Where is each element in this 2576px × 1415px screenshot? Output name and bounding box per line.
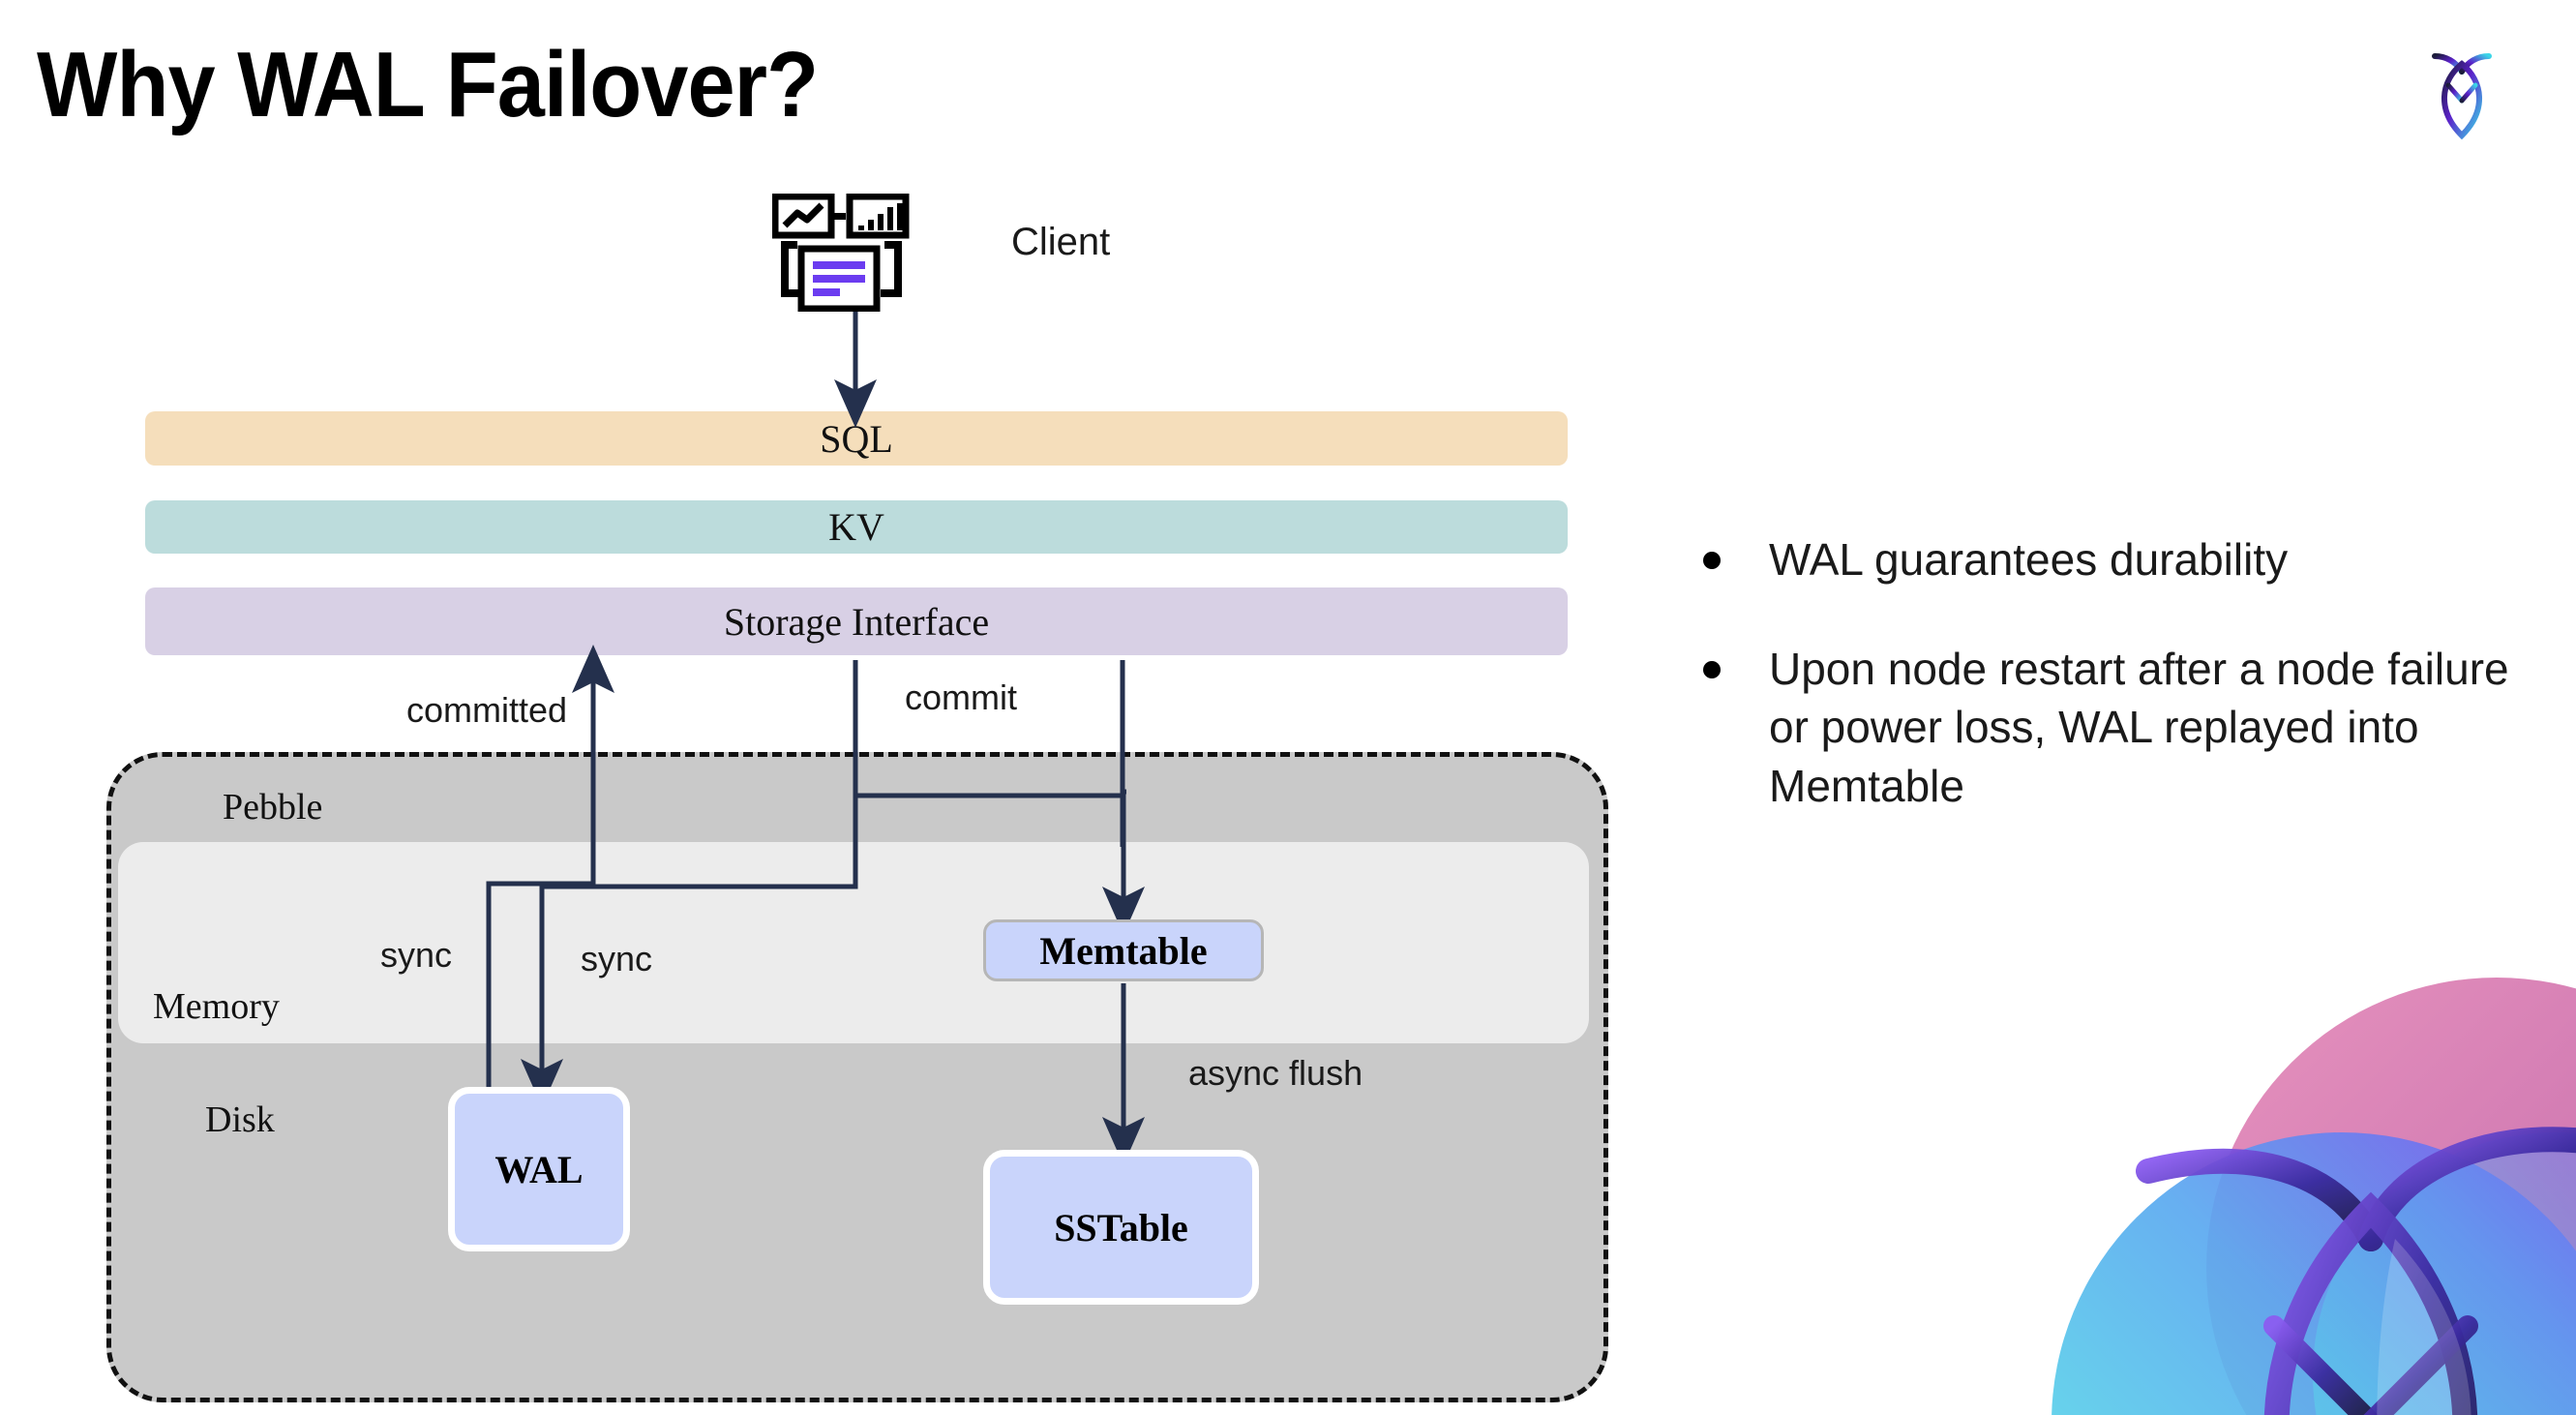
bullet-dot-icon	[1703, 552, 1721, 569]
disk-label: Disk	[205, 1099, 275, 1140]
bullet-dot-icon	[1703, 660, 1721, 678]
layer-bar-kv: KV	[145, 500, 1568, 554]
node-memtable[interactable]: Memtable	[983, 919, 1264, 981]
cockroachdb-watermark-art	[2052, 978, 2576, 1415]
edge-label-commit: commit	[905, 677, 1017, 717]
bullet-text: Upon node restart after a node failure o…	[1769, 643, 2509, 812]
bullet-list: WAL guarantees durability Upon node rest…	[1703, 530, 2516, 866]
list-item: WAL guarantees durability	[1703, 530, 2516, 589]
memory-label: Memory	[153, 986, 280, 1027]
edge-label-sync-right: sync	[581, 939, 653, 978]
edge-label-committed: committed	[406, 690, 568, 730]
node-sstable[interactable]: SSTable	[983, 1150, 1259, 1305]
list-item: Upon node restart after a node failure o…	[1703, 640, 2516, 816]
layer-bar-sql: SQL	[145, 411, 1568, 466]
edge-label-async-flush: async flush	[1188, 1053, 1363, 1093]
memory-region	[118, 842, 1589, 1043]
node-wal[interactable]: WAL	[448, 1087, 630, 1251]
edge-label-sync-left: sync	[380, 935, 453, 975]
client-label: Client	[1011, 221, 1111, 263]
client-dashboard-icon	[772, 194, 910, 312]
bullet-text: WAL guarantees durability	[1769, 534, 2289, 585]
page-title: Why WAL Failover?	[37, 33, 819, 136]
pebble-label: Pebble	[223, 787, 323, 828]
layer-bar-storage-interface: Storage Interface	[145, 587, 1568, 655]
cockroachdb-logo	[2432, 53, 2492, 140]
